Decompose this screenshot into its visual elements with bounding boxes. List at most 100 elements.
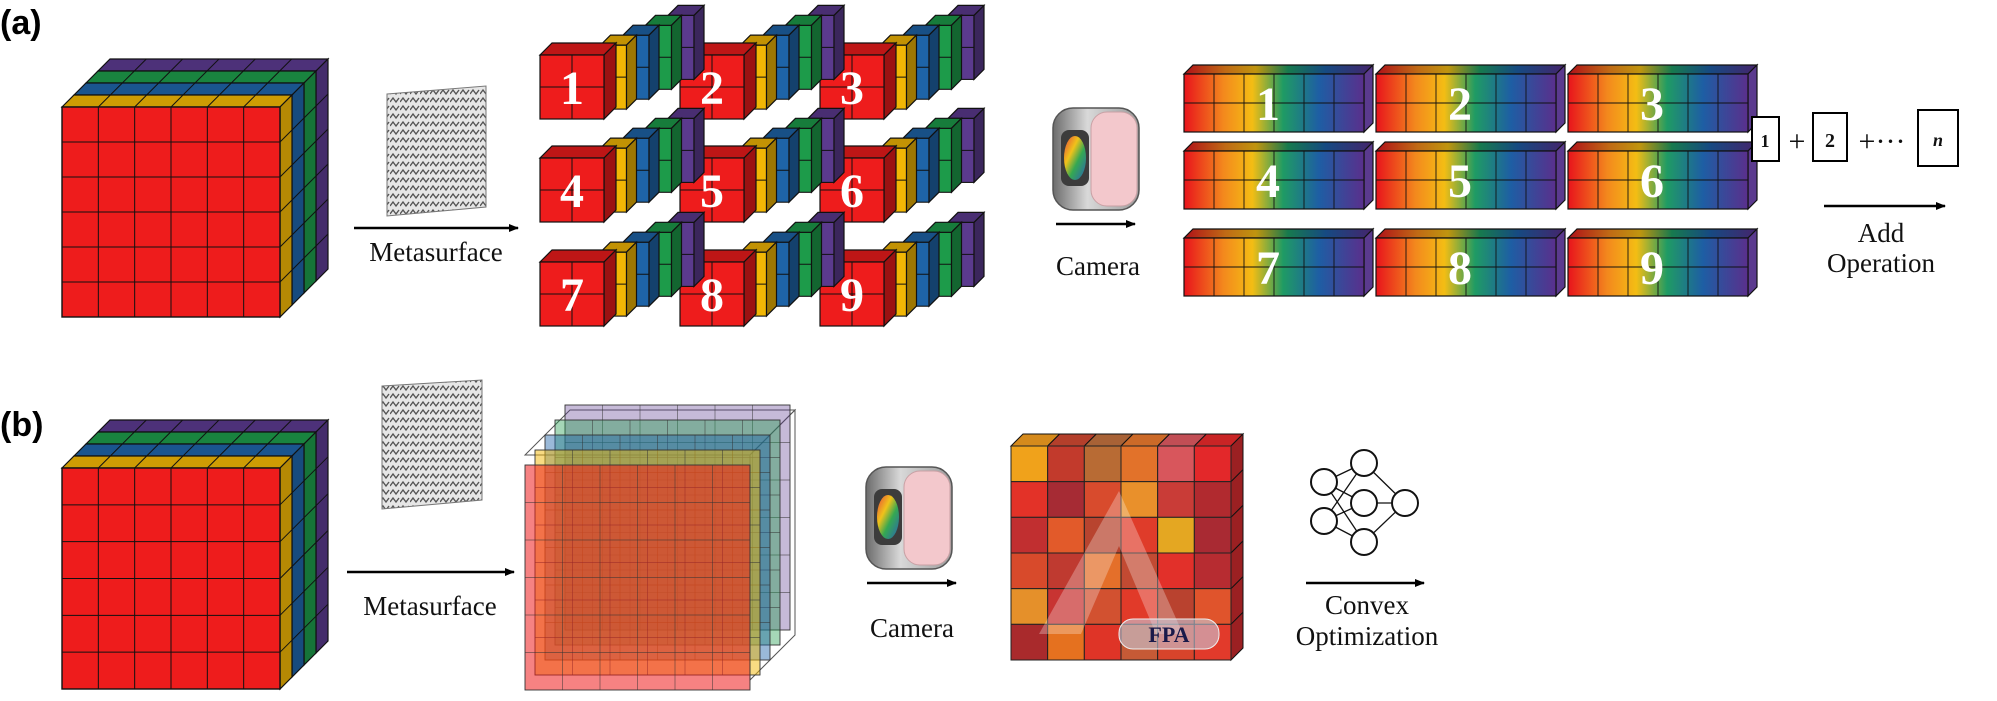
fpa-pixel [1047,445,1085,483]
nn-node [1310,468,1338,496]
sub-cube-number: 2 [700,62,724,115]
metasurface-icon [381,379,483,510]
camera-icon [865,466,953,570]
cube-grid-line [315,456,329,470]
cube-grid-line [242,419,256,433]
sub-cube-slab-side [810,13,823,91]
sub-cube-slab-side [950,116,963,194]
strip-top [1182,64,1375,75]
fpa-pixel [1047,516,1085,554]
fpa-pixel [1157,445,1195,483]
cube-grid-line [315,233,329,247]
nn-node [1391,489,1419,517]
cube-grid-line [291,480,305,494]
fpa-pixel [1047,481,1085,518]
cube-grid-line [255,443,269,457]
sub-cube-number: 4 [560,165,584,218]
fpa-label: FPA [1148,622,1189,647]
fpa-pixel [1010,552,1049,590]
add-operation: 1 + 2 +··· n Add Operation [1751,109,1959,278]
fpa-pixel [1193,481,1232,518]
strip-top [1566,228,1759,239]
sub-cube-slab-side [905,136,918,214]
strip-side [1363,63,1374,134]
cube-grid-line [279,269,293,283]
cube-grid-line [230,70,244,84]
fpa-pixel [1083,445,1122,483]
cube-grid-line [109,82,123,96]
camera-label-a: Camera [1056,251,1140,281]
cube-grid-line [194,431,208,445]
strip-side [1555,140,1566,211]
strip-number: 3 [1640,78,1664,131]
nn-node [1350,449,1378,477]
cube-grid-line [291,590,305,604]
cube-grid-line [291,627,305,641]
panel-a-label: (a) [0,4,42,42]
cube-grid-line [315,530,329,543]
cube-grid-line [279,529,293,543]
sub-cube-number: 6 [840,165,864,218]
cube-grid-line [303,245,317,259]
cube-grid-line [242,58,256,72]
sub-cube-slab-side [670,220,683,298]
cube-grid-line [133,419,147,433]
fpa-pixel [1083,481,1122,518]
fpa-pixel [1083,623,1122,661]
fpa-pixel [1047,552,1085,590]
sub-cube-side [743,144,757,224]
cube-grid-line [291,554,305,567]
cube-grid-line [291,222,305,236]
strip-top [1566,141,1759,152]
strip-top [1374,64,1567,75]
strip-side [1363,140,1374,211]
nn-node [1350,489,1378,517]
cube-grid-line [170,94,184,108]
sub-cube-slab-side [928,23,940,101]
add-term-n: n [1933,130,1943,150]
cube-grid-line [170,58,184,72]
cube-grid-line [279,492,293,506]
strip-number: 9 [1640,242,1664,295]
cube-grid-line [158,70,172,84]
cube-grid-line [303,468,317,482]
cube-grid-line [303,615,317,629]
cube-grid-line [170,419,184,433]
cube-grid-line [267,70,281,84]
fpa-mosaic: FPA [1009,432,1245,662]
cube-grid-line [218,82,232,96]
cube-grid-line [291,152,305,166]
sub-cube-number: 7 [560,269,584,322]
sub-cube-slab-side [648,23,660,101]
cube-grid-line [279,164,293,178]
fpa-pixel [1193,445,1232,483]
sub-cube-slab-side [625,33,638,111]
cube-grid-line [303,578,317,592]
sub-cube-side [743,41,757,121]
sub-cube-slab-side [648,230,660,308]
add-label-line1: Add [1858,218,1905,248]
fpa-pixel [1157,552,1195,590]
aperture-shape [1039,491,1183,634]
fpa-pixel [1120,516,1159,554]
cube-grid-line [315,493,329,507]
sub-cube-side [603,144,617,224]
sub-cube-slab-side [788,230,800,308]
sub-cube-slab-side [950,220,963,298]
cube-grid-line [243,94,257,108]
convex-label-line2: Optimization [1296,621,1439,651]
metasurface-label-b: Metasurface [363,591,496,621]
sub-cube-slab-side [833,210,845,288]
sub-cube-number: 9 [840,269,864,322]
strip-number: 7 [1256,242,1280,295]
strip-number: 6 [1640,155,1664,208]
sub-cube-slab-side [905,33,918,111]
cube-grid-line [315,566,329,580]
cube-grid-line [303,542,317,555]
strip-number: 4 [1256,155,1280,208]
sub-cube-slab-side [973,3,985,81]
nn-node [1310,507,1338,535]
nn-node [1350,528,1378,556]
